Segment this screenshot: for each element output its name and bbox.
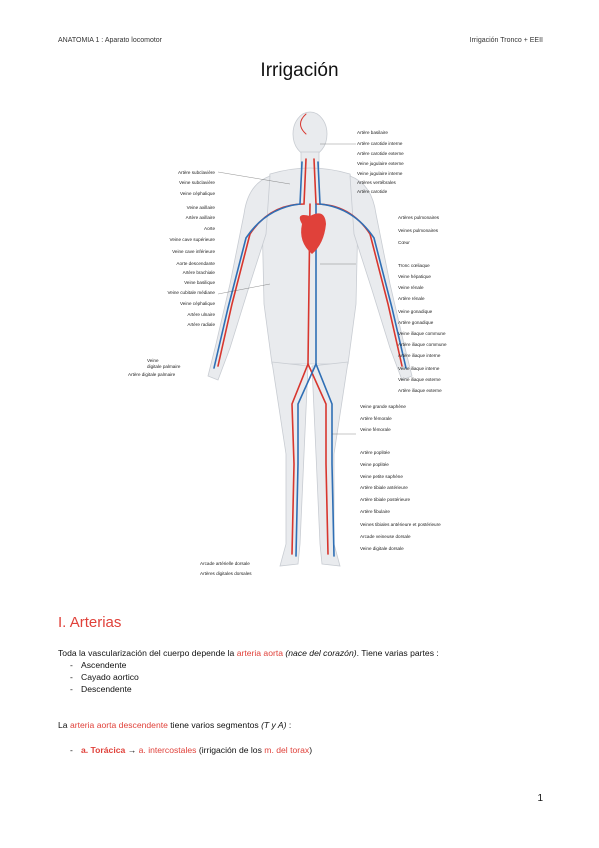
label-l14: Artère radiale: [187, 322, 215, 327]
veins: [213, 161, 407, 557]
label-r0: Artère basilaire: [357, 130, 388, 135]
label-l2: Veine céphalique: [180, 191, 215, 196]
page-number: 1: [537, 793, 543, 804]
label-r28: Artère tibiale antérieure: [360, 485, 408, 490]
label-r31: Veines tibiales antérieure et postérieur…: [360, 522, 441, 527]
label-r14: Veine gonadique: [398, 309, 433, 314]
leader-lines: [217, 143, 356, 435]
para1-text-a: Toda la vascularización del cuerpo depen…: [58, 648, 237, 658]
label-l4: Artère axillaire: [185, 215, 215, 220]
label-r30: Artère fibulaire: [360, 509, 390, 514]
label-l3: Veine axillaire: [186, 205, 215, 210]
header-right: Irrigación Tronco + EEII: [469, 37, 543, 44]
label-r20: Veine iliaque externe: [398, 377, 441, 382]
label-r3: Veine jugulaire externe: [357, 161, 404, 166]
label-r2: Artère carotide externe: [357, 151, 404, 156]
label-l8: Aorte descendante: [176, 261, 215, 266]
list-item-toracica: -a. Torácica → a. intercostales (irrigac…: [70, 745, 313, 755]
label-r6: Artère carotide: [357, 189, 388, 194]
section-number: I.: [58, 614, 67, 631]
circulatory-figure: Artère subclavière Veine subclavière Vei…: [120, 104, 480, 584]
label-r13: Artère rénale: [398, 296, 425, 301]
label-l17: Artère digitale palmaire: [128, 372, 176, 377]
list-item-2: -Descendente: [70, 684, 132, 694]
label-r23: Artère fémorale: [360, 416, 392, 421]
label-l0: Artère subclavière: [177, 170, 215, 175]
label-l16: digitale palmaire: [147, 364, 181, 369]
paragraph-descendente: La arteria aorta descendente tiene vario…: [58, 720, 292, 730]
section-label: Arterias: [69, 614, 122, 631]
label-l7: Veine cave inférieure: [172, 249, 215, 254]
label-l12: Veine céphalique: [180, 301, 215, 306]
label-r7: Artères pulmonaires: [398, 215, 440, 220]
list-item-1: -Cayado aortico: [70, 672, 139, 682]
label-l6: Veine cave supérieure: [169, 237, 215, 242]
label-r27: Veine petite saphène: [360, 474, 403, 479]
label-r5: Artères vertébrales: [357, 180, 396, 185]
para2-highlight: arteria aorta descendente: [69, 720, 168, 730]
label-r4: Veine jugulaire interne: [357, 171, 403, 176]
label-r21: Artère iliaque externe: [398, 388, 442, 393]
label-r16: Veine iliaque commune: [398, 331, 446, 336]
label-r9: Cœur: [398, 240, 410, 245]
para1-note: (nace del corazón): [283, 648, 357, 658]
label-l18: Arcade artérielle dorsale: [200, 561, 250, 566]
list-item-0: -Ascendente: [70, 660, 127, 670]
label-r25: Artère poplitée: [360, 450, 390, 455]
label-l9: Artère brachiale: [182, 270, 215, 275]
section-title: I. Arterias: [58, 614, 121, 631]
label-r10: Tronc cœliaque: [398, 263, 430, 268]
body-diagram: [207, 111, 413, 567]
label-l11: Veine cubitale médiane: [167, 290, 215, 295]
para1-text-d: . Tiene varias partes :: [356, 648, 439, 658]
label-l15: Veine: [147, 358, 159, 363]
label-r8: Veines pulmonaires: [398, 228, 439, 233]
label-r17: Artère iliaque commune: [398, 342, 447, 347]
label-r19: Veine iliaque interne: [398, 366, 440, 371]
label-l10: Veine basilique: [184, 280, 215, 285]
label-l13: Artère ulnaire: [187, 312, 215, 317]
label-r32: Arcade veineuse dorsale: [360, 534, 411, 539]
label-r12: Veine rénale: [398, 285, 424, 290]
page-title: Irrigación: [260, 60, 339, 81]
label-r18: Artère iliaque interne: [398, 353, 441, 358]
label-r22: Veine grande saphène: [360, 404, 406, 409]
para1-highlight: arteria aorta: [236, 648, 284, 658]
label-r24: Veine fémorale: [360, 427, 391, 432]
label-l5: Aorte: [204, 226, 215, 231]
label-r15: Artère gonadique: [398, 320, 434, 325]
paragraph-aorta: Toda la vascularización del cuerpo depen…: [58, 648, 439, 658]
label-l19: Artères digitales dorsales: [200, 571, 252, 576]
label-r33: Veine digitale dorsale: [360, 546, 404, 551]
label-r1: Artère carotide interne: [357, 141, 403, 146]
header-left: ANATOMIA 1 : Aparato locomotor: [58, 37, 163, 44]
heart-shape: [299, 213, 326, 254]
label-r11: Veine hépatique: [398, 274, 431, 279]
label-r26: Veine poplitée: [360, 462, 389, 467]
label-r29: Artère tibiale postérieure: [360, 497, 411, 502]
label-l1: Veine subclavière: [178, 180, 215, 185]
